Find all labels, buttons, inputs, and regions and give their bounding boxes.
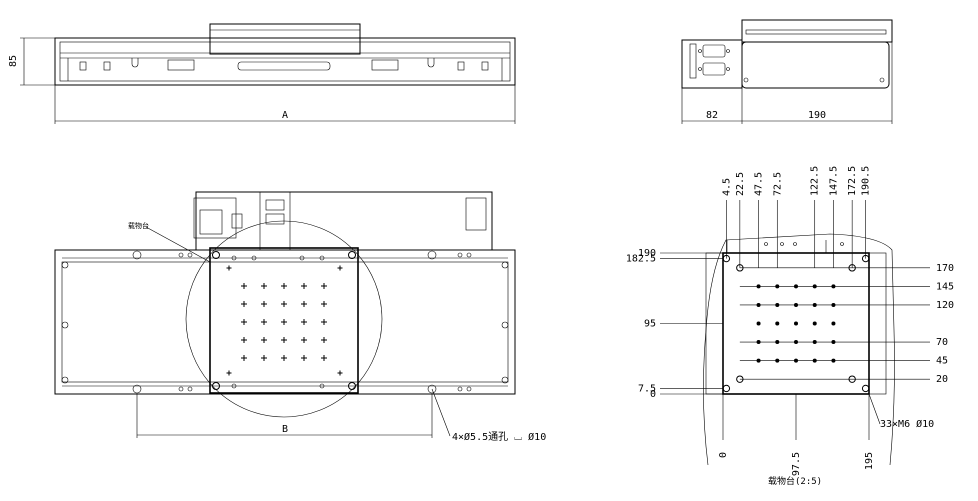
- side-view: 85 A: [8, 23, 516, 124]
- corner-hole: [722, 384, 731, 393]
- dim-top-label: 122.5: [810, 166, 821, 196]
- grid-hole: [756, 321, 761, 326]
- carriage-callout: 载物台: [128, 221, 149, 230]
- detail-caption: 载物台(2:5): [768, 475, 822, 487]
- dim-left-label: 190: [638, 248, 656, 259]
- dim-bottom-label: 0: [718, 452, 729, 458]
- grid-hole: [831, 321, 836, 326]
- carriage-corner-hole: [212, 382, 220, 390]
- top-view: 载物台 B 4×Ø5.5通孔 ⌴ Ø10: [54, 191, 546, 443]
- dim-top-label: 190.5: [861, 166, 872, 196]
- corner-hole: [861, 384, 870, 393]
- grid-hole: [775, 321, 780, 326]
- dim-height-label: 85: [8, 55, 19, 67]
- carriage-corner-hole: [348, 251, 356, 259]
- carriage-corner-hole: [212, 251, 220, 259]
- end-view: 82 190: [681, 19, 893, 124]
- dim-right-label: 70: [936, 337, 948, 348]
- dim-length-label: A: [282, 110, 288, 121]
- dim-right-label: 45: [936, 356, 948, 367]
- dim-top-label: 172.5: [847, 166, 858, 196]
- dim-left-label: 182.5: [626, 254, 656, 265]
- hole-note: 4×Ø5.5通孔 ⌴ Ø10: [452, 431, 546, 443]
- dim-82-label: 82: [706, 110, 718, 121]
- grid-hole: [812, 321, 817, 326]
- grid-hole: [794, 321, 798, 326]
- dim-left-label: 7.5: [638, 383, 656, 394]
- dim-left-label: 95: [644, 319, 656, 330]
- dim-190-label: 190: [808, 110, 826, 121]
- dim-right-label: 120: [936, 300, 954, 311]
- carriage-holes: [212, 251, 356, 390]
- dim-right-label: 20: [936, 374, 948, 385]
- dim-left-label: 0: [650, 389, 656, 400]
- dim-b-label: B: [282, 424, 288, 435]
- dim-top-label: 22.5: [735, 172, 746, 196]
- dim-top-label: 147.5: [828, 166, 839, 196]
- thread-note: 33×M6 Ø10: [880, 418, 934, 430]
- dim-bottom-label: 97.5: [791, 452, 802, 476]
- dim-top-label: 47.5: [754, 172, 765, 196]
- dim-bottom-label: 195: [864, 452, 875, 470]
- carriage-corner-hole: [348, 382, 356, 390]
- dim-right-label: 145: [936, 281, 954, 292]
- detail-holes: [722, 254, 870, 393]
- dim-right-label: 170: [936, 263, 954, 274]
- dim-top-label: 4.5: [721, 178, 732, 196]
- dim-top-label: 72.5: [772, 172, 783, 196]
